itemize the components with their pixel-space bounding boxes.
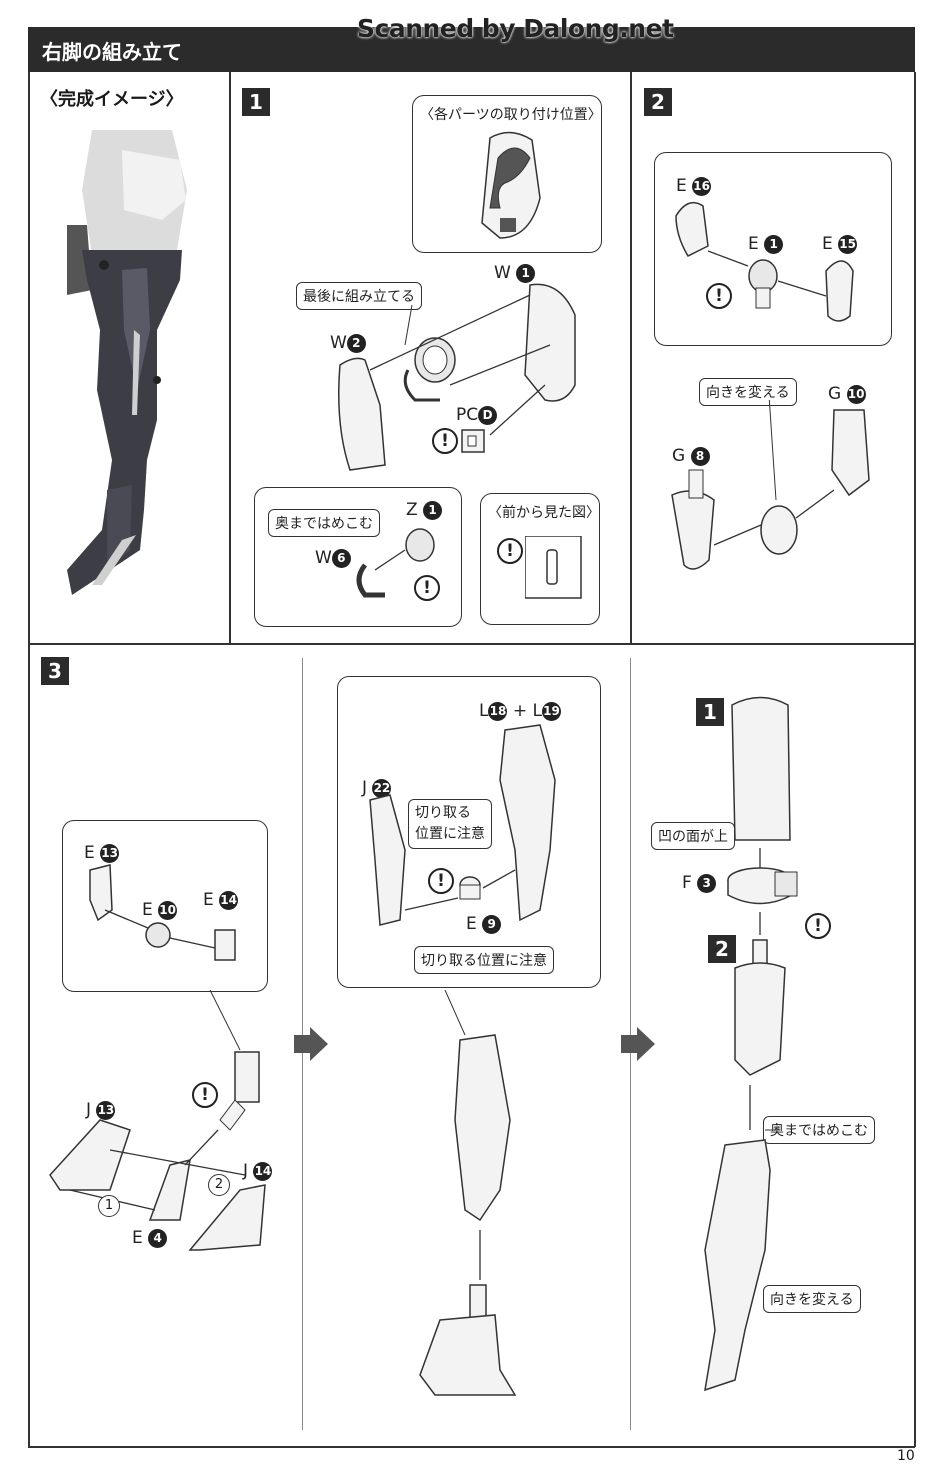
num-g8: 8 (690, 446, 710, 466)
num-j14: 14 (253, 1161, 273, 1181)
label-z1: Z 1 (406, 500, 443, 520)
position-callout-title: 〈各パーツの取り付け位置〉 (420, 107, 602, 123)
label-g8: G 8 (672, 446, 710, 466)
label-e16: E 16 (676, 176, 712, 196)
frame-right (914, 72, 916, 1447)
label-w1: W 1 (494, 263, 536, 283)
warning-icon: ! (192, 1082, 218, 1108)
warning-icon: ! (805, 913, 831, 939)
step1-assembly-diagram (338, 283, 576, 471)
frame-row-divider (28, 643, 915, 645)
step3a-detail-diagram (89, 864, 236, 961)
num-e4: 4 (148, 1228, 168, 1248)
num-pcd: D (478, 405, 498, 425)
step2-assembly-diagram (671, 400, 870, 570)
num-e1: 1 (764, 234, 784, 254)
leg-photo (62, 130, 202, 600)
note-change-direction-3c: 向きを変える (763, 1285, 861, 1313)
front-view-diagram (525, 536, 582, 599)
order-marker-2: 2 (208, 1174, 230, 1196)
order-marker-1: 1 (98, 1195, 120, 1217)
num-w6: 6 (331, 548, 351, 568)
frame-col1-divider (229, 72, 231, 643)
num-e9: 9 (482, 914, 502, 934)
num-j22: 22 (372, 778, 392, 798)
frame-left (28, 72, 30, 1447)
note-cut-position-2: 切り取る位置に注意 (414, 946, 554, 974)
warning-icon: ! (497, 538, 523, 564)
num-e16: 16 (692, 176, 712, 196)
label-f3: F 3 (682, 873, 717, 893)
note-change-direction: 向きを変える (699, 378, 797, 406)
num-w1: 1 (516, 263, 536, 283)
step2-detail-diagram (675, 201, 854, 322)
label-e15: E 15 (822, 234, 858, 254)
label-j13: J 13 (86, 1100, 116, 1120)
num-f3: 3 (697, 873, 717, 893)
step-3-sub-2: 2 (708, 935, 736, 963)
num-j13: 13 (96, 1100, 116, 1120)
watermark-text: Scanned by Dalong.net (357, 14, 674, 43)
num-e14: 14 (219, 890, 239, 910)
num-g10: 10 (846, 384, 866, 404)
part-position-diagram (481, 131, 541, 239)
step3a-assembly-diagram (49, 990, 266, 1251)
note-press-fully: 奥まではめこむ (268, 509, 380, 537)
num-l19: 19 (542, 701, 562, 721)
label-e10: E 10 (142, 900, 178, 920)
label-e4: E 4 (132, 1228, 168, 1248)
num-e13: 13 (100, 843, 120, 863)
num-l18: 18 (488, 701, 508, 721)
step3b-detail-diagram (369, 724, 556, 926)
section-header: 右脚の組み立て (28, 27, 915, 72)
warning-icon: ! (432, 428, 458, 454)
label-g10: G 10 (828, 384, 866, 404)
note-cut-position: 切り取る 位置に注意 (408, 799, 492, 849)
front-view-title: 〈前から見た図〉 (488, 505, 600, 521)
complete-image-title: 〈完成イメージ〉 (40, 89, 184, 110)
section-title: 右脚の組み立て (42, 40, 182, 64)
flow-arrow-icon (621, 1027, 655, 1061)
num-z1: 1 (423, 500, 443, 520)
step-3-number: 3 (41, 657, 69, 685)
step-3-sub-1: 1 (696, 698, 724, 726)
frame-col2-divider (630, 72, 632, 643)
label-l18-l19: L18 + L19 (479, 701, 562, 721)
step3c-assembly-diagram (704, 696, 798, 1392)
label-e14: E 14 (203, 890, 239, 910)
note-assemble-last: 最後に組み立てる (296, 282, 422, 310)
num-e15: 15 (838, 234, 858, 254)
step-2-number: 2 (644, 88, 672, 116)
flow-arrow-icon (294, 1027, 328, 1061)
num-w2: 2 (346, 333, 366, 353)
note-press-fully-3c: 奥まではめこむ (763, 1116, 875, 1144)
label-e9: E 9 (466, 914, 502, 934)
label-e1: E 1 (748, 234, 784, 254)
warning-icon: ! (428, 868, 454, 894)
step-1-number: 1 (242, 88, 270, 116)
insert-detail-diagram (356, 528, 435, 598)
warning-icon: ! (706, 283, 732, 309)
label-j14: J 14 (243, 1161, 273, 1181)
warning-icon: ! (414, 575, 440, 601)
step3b-assembly-diagram (419, 990, 517, 1396)
frame-bottom (28, 1446, 915, 1448)
num-e10: 10 (158, 900, 178, 920)
page-number: 10 (897, 1448, 915, 1464)
label-e13: E 13 (84, 843, 120, 863)
note-concave-side-up: 凹の面が上 (651, 822, 735, 850)
label-j22: J 22 (362, 778, 392, 798)
